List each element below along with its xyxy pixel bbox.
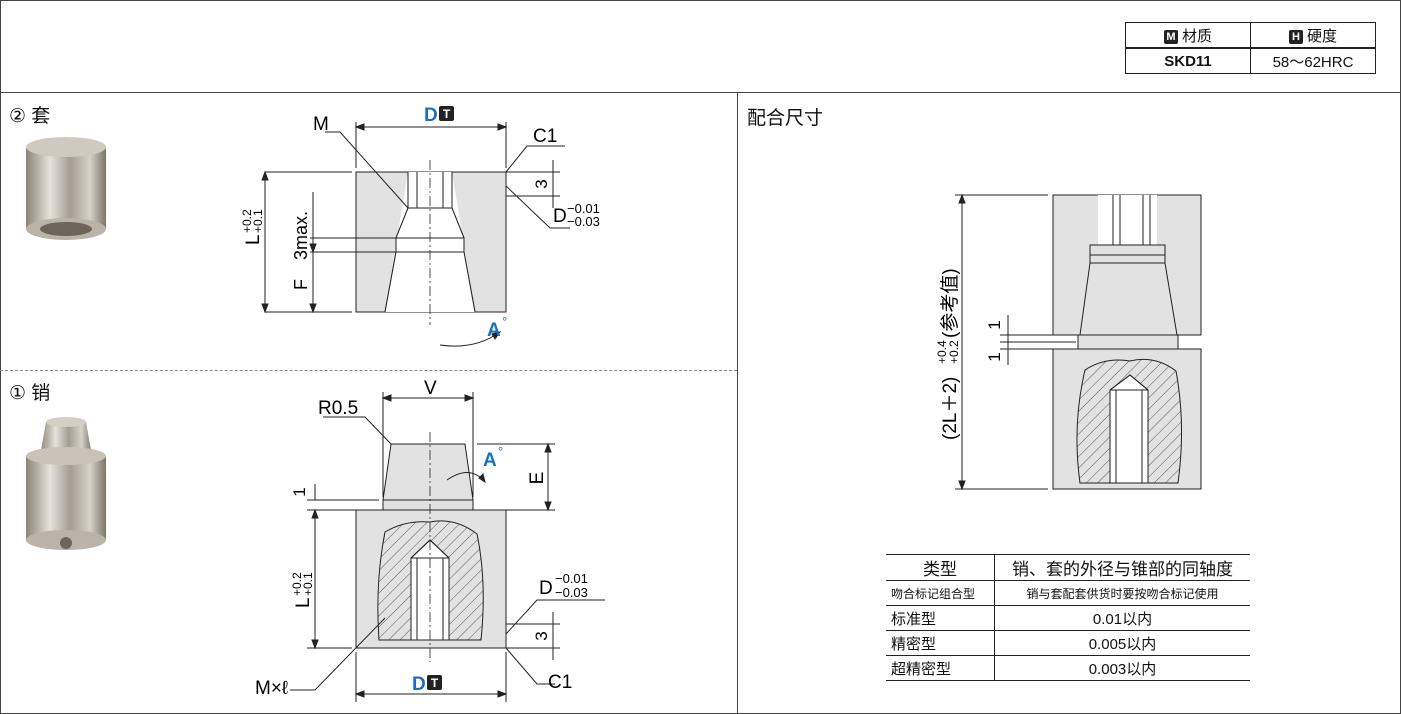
conc-row-type: 超精密型 [886,655,995,681]
pin-Ltol-upper: +0.2 [290,572,304,596]
pin-label-deg: ° [498,444,503,459]
table-row: 吻合标记组合型 销与套配套供货时要按吻合标记使用 [886,580,1250,606]
conc-header-value: 销、套的外径与锥部的同轴度 [994,554,1250,581]
bushing-label-3: 3 [532,179,551,188]
bushing-label-Dtol-D: D [553,206,567,227]
pin-label-E: E [527,472,548,485]
pin-label-3: 3 [532,631,551,640]
pin-Dtol-upper: −0.01 [555,571,588,586]
bushing-label-A: A [487,320,501,341]
hardness-header: 硬度 [1306,27,1337,45]
pin-label-Ml: M×ℓ [255,678,288,699]
table-row: 超精密型 0.003以内 [886,655,1250,681]
fit-label-1-top: 1 [985,320,1004,329]
conc-row-type: 吻合标记组合型 [886,580,995,606]
pin-label-Dtol-D: D [539,578,553,599]
bushing-Dtol-upper: −0.01 [567,201,600,216]
concentricity-table: 类型 销、套的外径与锥部的同轴度 吻合标记组合型 销与套配套供货时要按吻合标记使… [886,554,1250,681]
bushing-Ltol-lower: +0.1 [251,209,265,233]
fit-tol-lower: +0.2 [947,340,961,364]
bushing-label-deg: ° [502,314,507,329]
pin-label-C1: C1 [548,672,572,693]
bushing-Ltol-upper: +0.2 [240,209,254,233]
section-divider-dashed [0,370,737,371]
bushing-label-F: F [291,279,311,290]
pin-head [382,443,474,501]
pin-label-A: A [483,450,497,471]
bushing-title: ② 套 [9,106,51,127]
hardness-badge-icon: H [1288,29,1303,44]
header-divider [0,92,1401,93]
conc-row-value: 0.005以内 [994,630,1250,656]
pin-drawing: V R0.5 A ° E 1 L +0.2 +0.1 D −0.01 −0.03… [255,378,605,702]
fit-tol-upper: +0.4 [935,340,949,364]
hardness-value: 58～62HRC [1250,47,1376,74]
bushing-Dtol-lower: −0.03 [567,214,600,229]
pin-label-R05: R0.5 [318,398,358,419]
bushing-label-M: M [313,114,329,135]
fit-drawing: (2L＋2) +0.4 +0.2 (参考值) 1 1 [935,193,1202,491]
conc-header-type: 类型 [886,554,995,581]
material-badge-icon: M [1163,29,1178,44]
center-divider [737,92,738,713]
pin-T-badge-icon [427,675,442,690]
material-header: 材质 [1181,27,1212,45]
material-value: SKD11 [1125,47,1251,74]
bushing-drawing: D T M C1 3 D −0.01 −0.03 L +0.2 +0.1 3ma… [240,105,600,347]
bushing-label-L: L [243,234,264,245]
pin-T-badge-text: T [431,676,439,690]
pin-title: ① 销 [9,383,51,404]
conc-row-value: 0.01以内 [994,605,1250,631]
pin-Dtol-lower: −0.03 [555,585,588,600]
conc-row-type: 标准型 [886,605,995,631]
pin-photo-icon [26,417,106,550]
conc-row-type: 精密型 [886,630,995,656]
conc-row-value: 0.003以内 [994,655,1250,681]
bushing-T-badge-text: T [443,107,451,121]
table-row: 精密型 0.005以内 [886,630,1250,656]
fit-label-1-bottom: 1 [985,352,1004,361]
bushing-label-D: D [424,105,438,126]
pin-label-L: L [293,597,314,608]
fit-title: 配合尺寸 [747,108,824,129]
pin-label-V: V [424,378,437,399]
bushing-label-3max: 3max. [291,211,311,260]
bushing-photo-icon [26,137,106,240]
conc-row-value: 销与套配套供货时要按吻合标记使用 [994,580,1250,606]
fit-vertical-label: (2L＋2) [940,377,961,440]
bushing-T-badge-icon [439,106,454,121]
pin-label-1: 1 [290,487,309,496]
bushing-label-C1: C1 [533,126,557,147]
table-row: 标准型 0.01以内 [886,605,1250,631]
pin-Ltol-lower: +0.1 [301,572,315,596]
fit-ref-label: (参考值) [939,268,961,338]
pin-label-D-bottom: D [412,674,426,695]
